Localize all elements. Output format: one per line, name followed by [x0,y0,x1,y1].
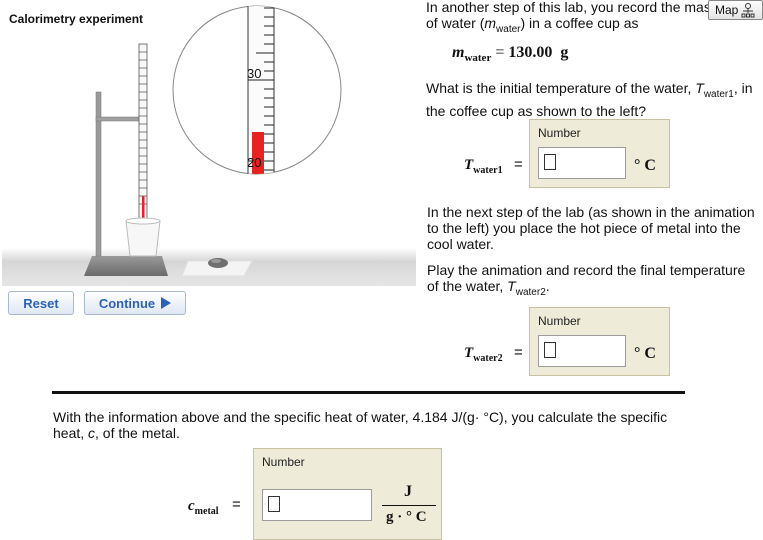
equals-sign: = [232,496,241,513]
metal-tray [181,260,253,277]
equals-sign: = [514,156,523,173]
fraction-bar [382,505,436,506]
mercury-column [252,132,264,174]
intro-text: In another step of this lab, you record … [426,0,718,35]
play-icon [161,297,172,309]
section-divider [52,391,685,394]
thermometer-label-30: 30 [247,66,261,81]
twater2-unit: ° C [634,345,656,362]
coffee-cup [125,220,161,257]
simulation-title: Calorimetry experiment [9,12,144,26]
twater1-input[interactable] [538,147,626,179]
paragraph-place-metal: In the next step of the lab (as shown in… [427,204,755,252]
answer-panel-twater2: Number ° C [529,307,670,376]
twater1-symbol: Twater1 [464,157,503,176]
cmetal-unit-denominator: g · ° C [386,509,427,525]
number-label: Number [538,314,581,328]
twater2-input[interactable] [538,335,626,367]
paragraph-final-temp: Play the animation and record the final … [427,262,746,298]
lab-scene[interactable]: 30 20 [0,0,420,290]
cmetal-symbol: cmetal [188,498,219,517]
cursor-box [544,154,556,170]
number-label: Number [538,126,581,140]
stand-base [84,256,168,276]
reset-button[interactable]: Reset [8,291,74,315]
cmetal-input[interactable] [262,489,372,521]
answer-panel-twater1: Number ° C [529,119,670,188]
question-initial-temp: What is the initial temperature of the w… [426,80,753,119]
clamp-arm [95,116,145,122]
paragraph-specific-heat: With the information above and the speci… [53,409,668,441]
number-label: Number [262,455,305,469]
twater1-unit: ° C [634,157,656,174]
continue-button[interactable]: Continue [84,291,186,315]
equals-sign: = [514,344,523,361]
mass-water-equation: mwater = 130.00 g [452,44,569,65]
cmetal-unit-numerator: J [404,483,412,500]
answer-panel-cmetal: Number J g · ° C [253,448,442,540]
map-button[interactable]: Map [708,0,763,20]
twater2-symbol: Twater2 [464,345,503,364]
cursor-box [544,342,556,358]
cursor-box [268,496,280,512]
stand-pole [95,91,102,257]
map-icon [741,3,755,18]
thermometer-label-20: 20 [247,155,261,170]
